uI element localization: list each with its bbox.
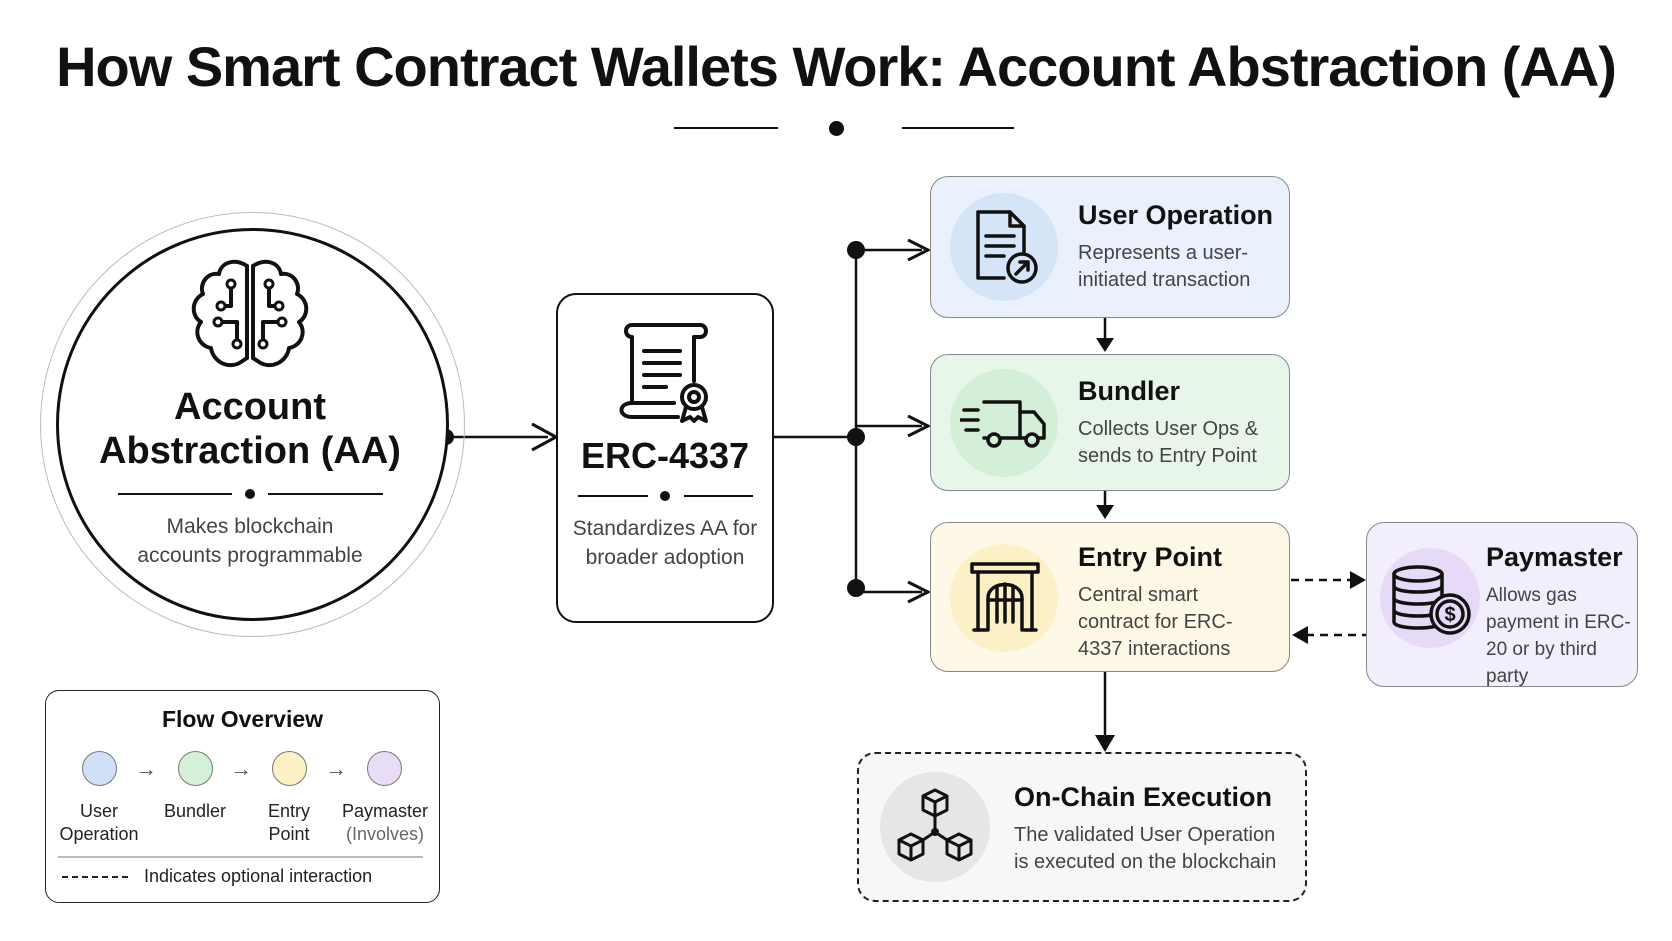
erc-title: ERC-4337 [580, 435, 750, 476]
connector-erc-to-branches [774, 238, 932, 604]
entry-point-title: Entry Point [1078, 542, 1223, 572]
aa-description: Makes blockchain accounts programmable [137, 515, 363, 567]
blockchain-cubes-icon [897, 788, 973, 862]
certificate-scroll-icon [619, 323, 708, 423]
legend-dashed-line [62, 876, 128, 878]
svg-text:$: $ [1444, 604, 1455, 626]
on-chain-execution-title: On-Chain Execution [1014, 782, 1273, 812]
legend-arrow-3: → [325, 756, 347, 781]
legend-separator [58, 856, 423, 858]
legend-arrow-2: → [230, 756, 252, 781]
legend-dot-user-operation [82, 751, 117, 786]
legend-dot-entry-point [272, 751, 307, 786]
delivery-truck-icon [960, 400, 1046, 448]
aa-title: Account Abstraction (AA) [99, 386, 401, 472]
legend-label-paymaster: Paymaster(Involves) [341, 801, 429, 844]
coin-stack-icon: $ [1392, 565, 1471, 635]
brain-circuit-icon [191, 259, 309, 368]
user-operation-title: User Operation [1078, 200, 1274, 230]
legend-dot-paymaster [367, 751, 402, 786]
paymaster-title: Paymaster [1486, 542, 1623, 572]
legend-arrow-1: → [135, 756, 157, 781]
erc-4337-node [556, 293, 774, 623]
erc-divider [578, 490, 753, 502]
gateway-icon [970, 562, 1040, 632]
entry-point-description: Central smart contract for ERC-4337 inte… [1078, 584, 1233, 660]
bundler-icon-bg [950, 369, 1058, 477]
aa-outer-ring [40, 212, 465, 637]
page-title: How Smart Contract Wallets Work: Account… [56, 35, 1617, 98]
bundler-title: Bundler [1078, 376, 1181, 406]
bundler-description: Collects User Ops & sends to Entry Point [1078, 418, 1259, 467]
on-chain-execution-description: The validated User Operation is executed… [1014, 824, 1277, 873]
user-operation-description: Represents a user-initiated transaction [1078, 242, 1251, 291]
legend-label-bundler: Bundler [163, 801, 227, 821]
legend-title: Flow Overview [161, 706, 324, 732]
document-arrow-icon [976, 210, 1038, 284]
legend-dot-bundler [178, 751, 213, 786]
erc-description: Standardizes AA for broader adoption [572, 517, 758, 569]
flow-overview-legend [45, 690, 440, 903]
title-divider [674, 121, 1014, 136]
connector-entry-paymaster-optional [1291, 571, 1366, 644]
legend-note: Indicates optional interaction [144, 866, 373, 886]
paymaster-icon-bg [1380, 548, 1480, 648]
paymaster-description: Allows gas payment in ERC-20 or by third… [1486, 585, 1631, 687]
aa-divider [118, 488, 383, 500]
